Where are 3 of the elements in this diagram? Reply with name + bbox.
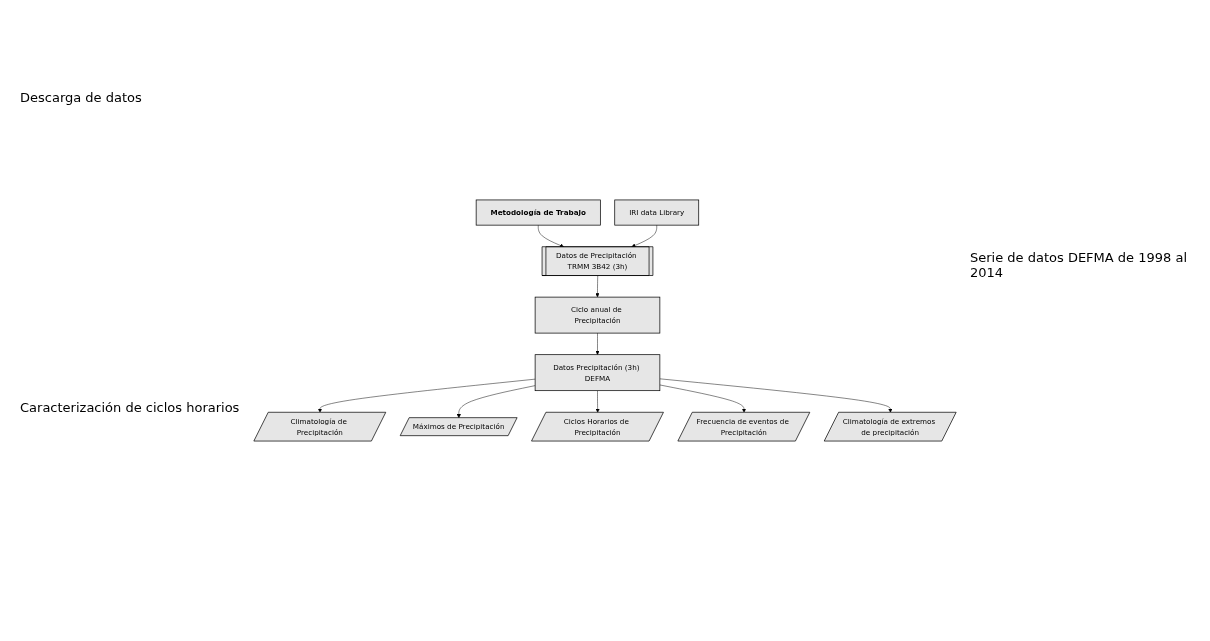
note-text: Caracterización de ciclos horarios <box>20 400 240 415</box>
note-text: Descarga de datos <box>20 90 143 105</box>
note-text: Serie de datos DEFMA de 1998 al 2014 <box>970 250 1188 280</box>
